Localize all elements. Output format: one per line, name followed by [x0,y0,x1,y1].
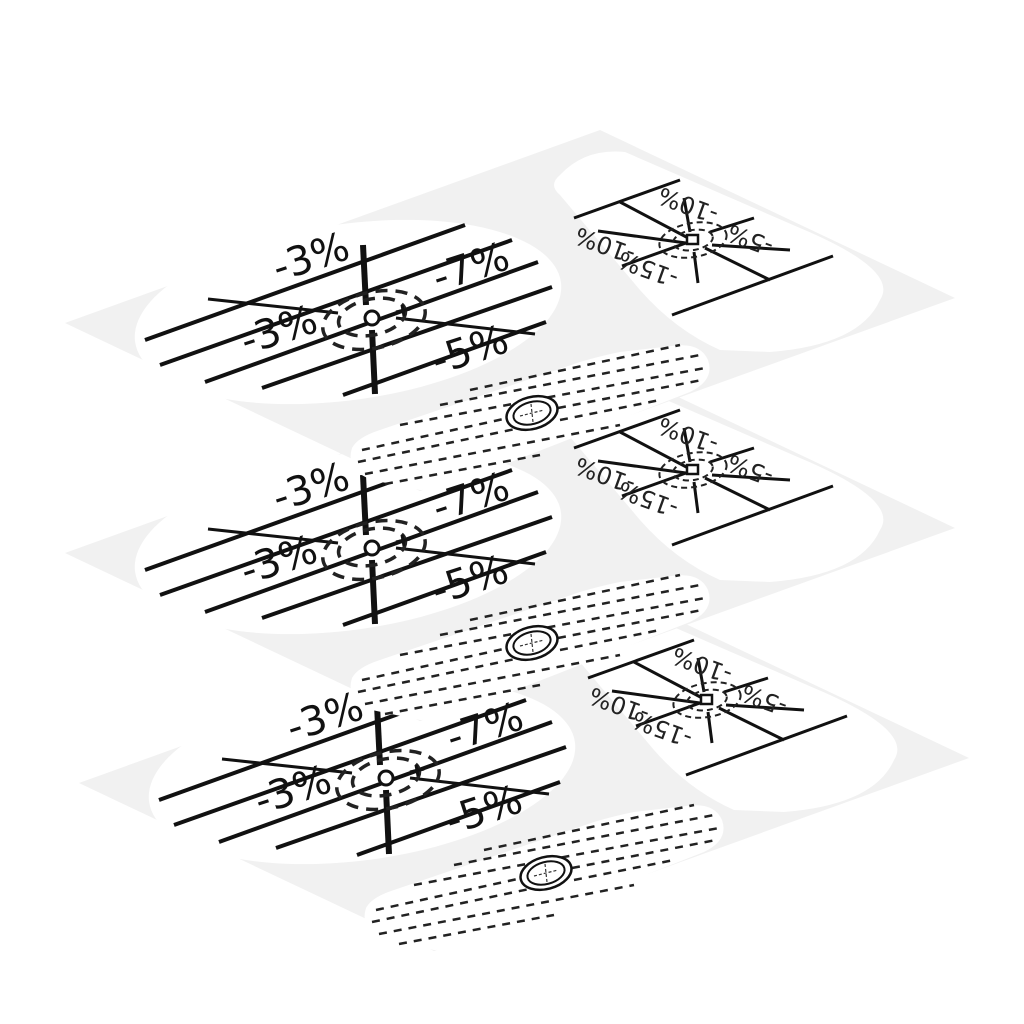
sticker-sheet: -3% -7% -3% -5% -10% -5% -10% -15% [79,590,969,951]
sticker-sheet: -3% -7% -3% -5% -10% -5% -10% -15% [65,130,955,491]
sticker-sheet: -3% -7% -3% -5% -10% -5% -10% -15% [65,360,955,721]
